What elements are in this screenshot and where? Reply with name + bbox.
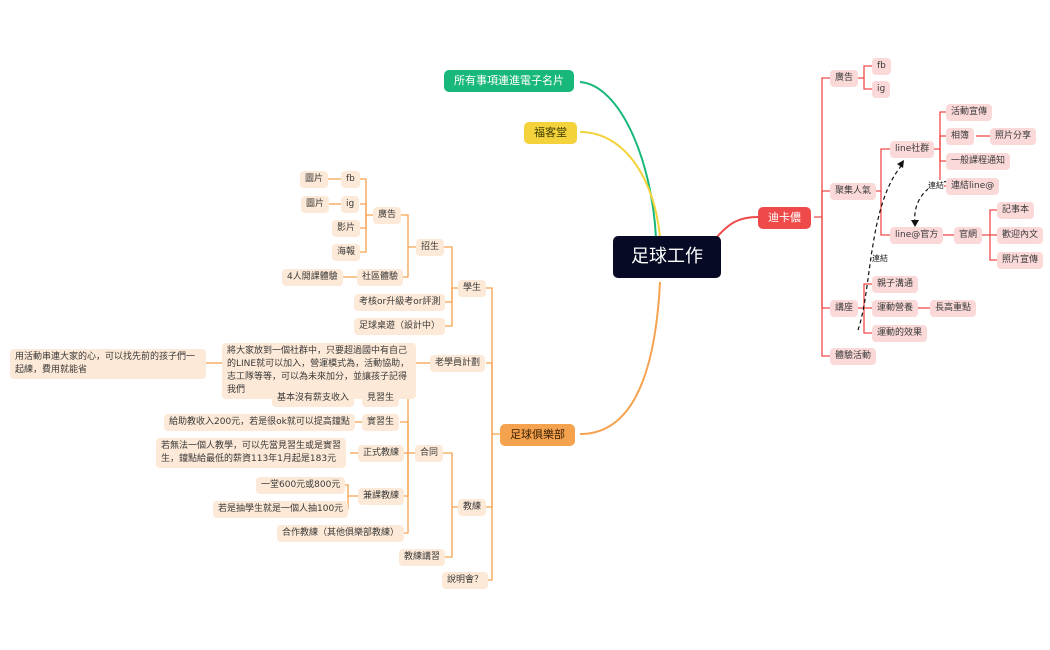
node-experience[interactable]: 體驗活動 [830, 348, 877, 365]
connector-root-club [579, 281, 661, 435]
node-alumni-desc[interactable]: 將大家放到一個社群中，只要超過國中有自己的LINE就可以加入，營運模式為，活動協… [222, 343, 416, 399]
node-parent-child[interactable]: 親子溝通 [872, 276, 919, 293]
node-line-group[interactable]: line社群 [890, 141, 935, 158]
node-briefing[interactable]: 說明會？ [442, 572, 489, 589]
node-contract[interactable]: 合同 [415, 445, 444, 462]
node-coach-lecture[interactable]: 教練講習 [399, 549, 446, 566]
node-album[interactable]: 相簿 [946, 128, 975, 145]
node-growth[interactable]: 長高重點 [930, 300, 977, 317]
node-welcome[interactable]: 歡迎內文 [997, 227, 1044, 244]
node-formal-desc[interactable]: 若無法一個人教學，可以先當見習生或是實習生，鐘點給最低的薪資113年1月起是18… [156, 438, 346, 468]
connector-root-ecard [579, 81, 657, 239]
node-photo-share[interactable]: 照片分享 [990, 128, 1037, 145]
node-alumni[interactable]: 老學員計劃 [430, 355, 486, 372]
node-promo[interactable]: 活動宣傳 [946, 104, 993, 121]
node-join-line[interactable]: 連結line@ [946, 178, 1000, 195]
node-video[interactable]: 影片 [332, 220, 361, 237]
branch-club[interactable]: 足球俱樂部 [500, 424, 575, 446]
node-notebook[interactable]: 記事本 [997, 202, 1035, 219]
node-line-official[interactable]: line@官方 [890, 227, 944, 244]
node-gather[interactable]: 聚集人氣 [830, 183, 877, 200]
connector-root-dika [715, 216, 759, 239]
link-label-1: 連結 [872, 253, 888, 264]
node-formal[interactable]: 正式教練 [358, 445, 405, 462]
dashed-link-1-arrowhead [897, 160, 904, 168]
node-intern-desc[interactable]: 基本沒有薪支收入 [272, 390, 355, 407]
dashed-link-2-arrowhead [911, 220, 919, 227]
node-poster[interactable]: 海報 [332, 244, 361, 261]
node-intern[interactable]: 見習生 [362, 390, 400, 407]
node-coach[interactable]: 教練 [458, 499, 487, 516]
node-dika-ads[interactable]: 廣告 [830, 70, 859, 87]
node-dika-ig[interactable]: ig [872, 81, 891, 98]
branch-ecard[interactable]: 所有事項連進電子名片 [444, 70, 574, 92]
node-club-fb[interactable]: fb [341, 171, 360, 188]
node-photo-promo[interactable]: 照片宣傳 [997, 252, 1044, 269]
node-parttime[interactable]: 兼課教練 [358, 488, 405, 505]
node-trial[interactable]: 4人開課體驗 [282, 269, 343, 286]
node-practicum[interactable]: 實習生 [362, 414, 400, 431]
connector-root-blog [579, 131, 661, 239]
node-club-ig[interactable]: ig [341, 196, 360, 213]
branch-dika[interactable]: 迪卡儂 [758, 207, 811, 229]
node-alumni-note[interactable]: 用活動串連大家的心，可以找先前的孩子們一起練，費用就能省 [10, 349, 206, 379]
node-exam[interactable]: 考核or升級考or評測 [354, 294, 446, 311]
node-parttime-desc-2[interactable]: 若是抽學生就是一個人抽100元 [213, 501, 349, 518]
node-lecture[interactable]: 講座 [830, 300, 859, 317]
node-community[interactable]: 社區體驗 [357, 269, 404, 286]
node-picture-1[interactable]: 圖片 [300, 171, 329, 188]
node-effect[interactable]: 運動的效果 [872, 325, 928, 342]
node-dika-fb[interactable]: fb [872, 58, 891, 75]
node-partner-coach[interactable]: 合作教練（其他俱樂部教練） [277, 525, 405, 542]
node-club-ads[interactable]: 廣告 [373, 207, 402, 224]
node-parttime-desc-1[interactable]: 一堂600元或800元 [256, 477, 346, 494]
node-recruit[interactable]: 招生 [416, 239, 445, 256]
node-students[interactable]: 學生 [458, 280, 487, 297]
node-practicum-desc[interactable]: 給助教收入200元，若是很ok就可以提高鐘點 [164, 414, 355, 431]
link-label-2: 連結 [928, 180, 944, 191]
root-node[interactable]: 足球工作 [613, 236, 721, 278]
node-picture-2[interactable]: 圖片 [301, 196, 330, 213]
branch-blog[interactable]: 福客堂 [524, 122, 577, 144]
node-website[interactable]: 官網 [954, 227, 983, 244]
node-nutrition[interactable]: 運動營養 [872, 300, 919, 317]
node-course-notice[interactable]: 一般課程通知 [946, 153, 1011, 170]
node-boardgame[interactable]: 足球桌遊（設計中） [354, 318, 446, 335]
